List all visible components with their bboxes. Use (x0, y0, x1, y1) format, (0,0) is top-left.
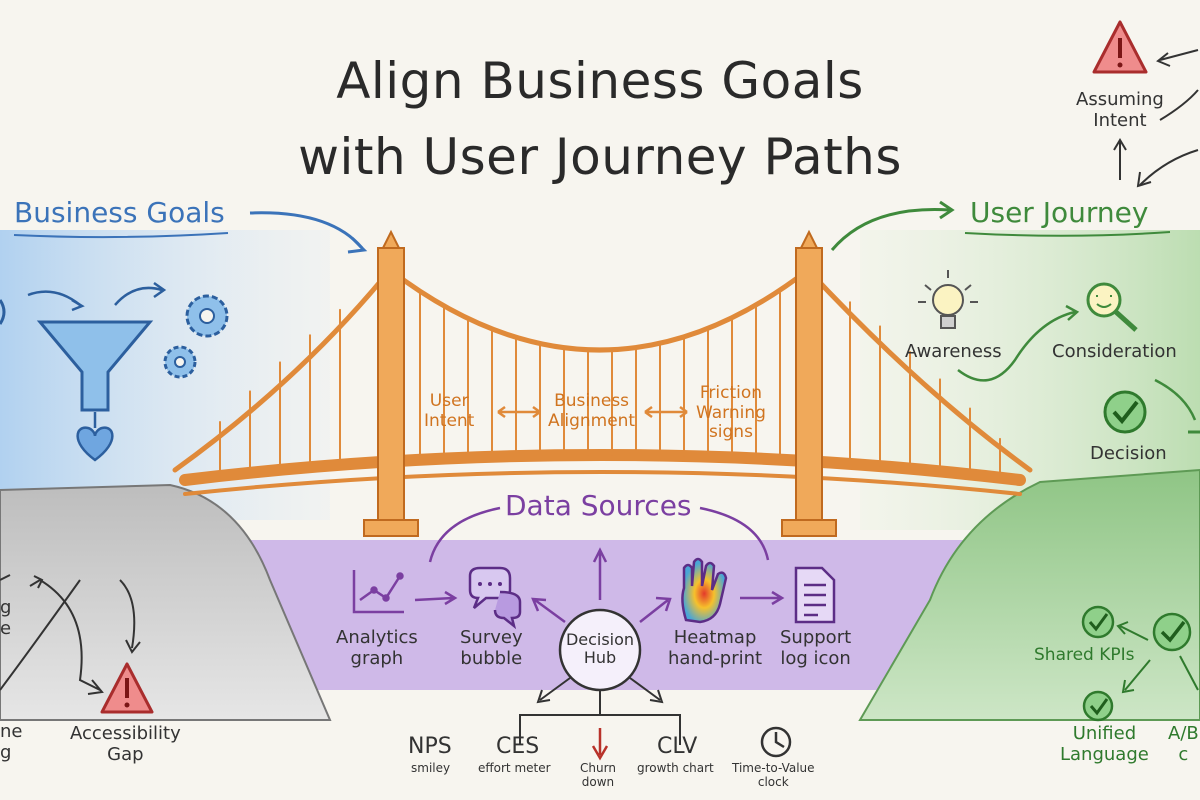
bridge-cable-right (805, 267, 1033, 473)
checkmark-icon (1081, 605, 1115, 639)
clock-icon (760, 726, 792, 758)
metric-nps-sub: smiley (411, 761, 451, 775)
left-cliff (0, 483, 332, 721)
metric-clv-sub: growth chart (637, 761, 714, 775)
bridge-arrows (497, 405, 688, 419)
bridge-hangers (219, 288, 1001, 479)
page-title-line-1: Align Business Goals (336, 52, 864, 110)
journey-arrow (830, 208, 951, 251)
metric-nps: NPS (408, 734, 452, 759)
funnel-arrow-out (114, 286, 163, 306)
stage-consideration: Consideration (1052, 341, 1177, 362)
stage-decision: Decision (1090, 443, 1167, 464)
warning-triangle-icon (100, 662, 154, 714)
data-sources-curve-right (699, 506, 770, 561)
right-cliff-arrows (1116, 621, 1199, 694)
shared-kpis-label: Shared KPIs (1034, 645, 1135, 665)
right-cliff (858, 468, 1200, 721)
warning-triangle-icon (1092, 20, 1148, 74)
hand-icon (681, 557, 728, 624)
metric-clv: CLV (657, 734, 698, 759)
metric-ces: CES (496, 734, 540, 759)
magnifier-icon (1086, 282, 1138, 332)
funnel-icon (36, 320, 154, 412)
chat-bubble-icon (468, 566, 522, 630)
document-icon (794, 566, 836, 624)
journey-arrow-head (939, 200, 955, 220)
business-goals-heading: Business Goals (14, 196, 225, 229)
business-underline (13, 232, 229, 239)
churn-down-arrow (591, 728, 609, 761)
user-journey-heading: User Journey (970, 196, 1149, 229)
checkmark-icon (1103, 390, 1147, 434)
journey-path-arrow (957, 310, 1076, 382)
gear-icon (163, 345, 197, 379)
business-arrow-head (347, 236, 368, 254)
bridge-tower-right (781, 229, 837, 537)
lightbulb-icon (918, 270, 978, 329)
journey-underline (964, 231, 1171, 237)
checkmark-icon (1152, 612, 1192, 652)
bridge-cable-left (172, 267, 393, 473)
data-flow-arrows (414, 547, 785, 624)
bridge-tower-left (363, 229, 419, 537)
data-sources-heading: Data Sources (505, 489, 692, 522)
metric-ces-sub: effort meter (478, 761, 551, 775)
bridge-cable-main (387, 267, 811, 353)
bridge-deck (179, 449, 1026, 486)
bridge-deck-lower (183, 470, 1022, 496)
left-cliff-arrows (0, 574, 141, 695)
heart-icon (76, 426, 114, 462)
stage-awareness: Awareness (905, 341, 1002, 362)
data-sources-curve-left (428, 506, 501, 563)
page-title-line-2: with User Journey Paths (298, 128, 902, 186)
checkmark-icon (1082, 690, 1114, 722)
bridge (172, 267, 1033, 496)
line-chart-icon (352, 570, 404, 614)
gear-icon (185, 294, 229, 338)
hub-spokes (519, 677, 681, 745)
